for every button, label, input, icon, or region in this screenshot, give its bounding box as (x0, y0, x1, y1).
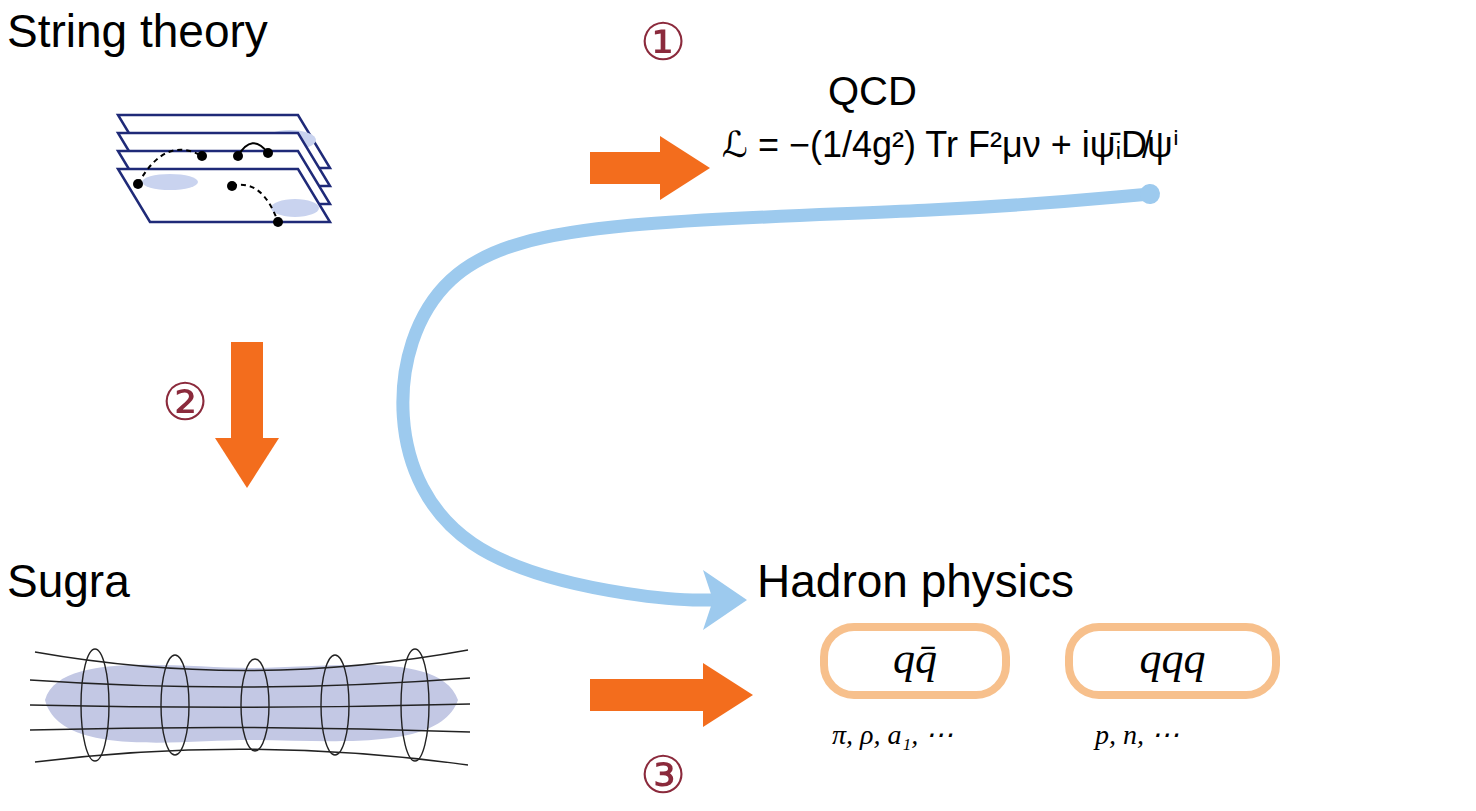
string-endpoint (227, 181, 237, 191)
cross-section-ring (321, 655, 349, 755)
particle-list: p, n, ⋯ (1095, 719, 1179, 751)
sugra-group: Sugra (5, 490, 588, 780)
field-line (35, 749, 468, 765)
open-string (138, 150, 202, 184)
lagrangian-formula: ℒ = −(1/4g²) Tr F²μν + iψ̄ᵢD̸ψⁱ (722, 124, 1179, 165)
particle-list: π, ρ, a₁, ⋯ (832, 719, 953, 751)
brane-sheet (118, 133, 330, 186)
open-string (238, 143, 268, 156)
string-theory-group: String theory (5, 5, 588, 340)
baryon-blob: qqq p, n, ⋯ (1065, 623, 1286, 768)
cross-section-ring (81, 649, 109, 761)
string-endpoint (273, 217, 283, 227)
string-endpoint (233, 151, 243, 161)
callout-number: ③ (640, 749, 687, 801)
string-endpoint (133, 179, 143, 189)
cross-section-ring (161, 655, 189, 755)
open-string (232, 185, 278, 222)
callout-number: ② (162, 376, 209, 428)
brane-sheet (118, 115, 330, 168)
flux-blob (45, 665, 458, 743)
curved-arrow (403, 194, 1150, 600)
section-title: Sugra (7, 555, 130, 608)
brane-patch (142, 174, 198, 190)
block-arrow (590, 152, 661, 184)
section-title: Hadron physics (757, 555, 1074, 608)
d-brane-stack (118, 115, 330, 227)
qcd-group: QCD ℒ = −(1/4g²) Tr F²μν + iψ̄ᵢD̸ψⁱ (712, 60, 1452, 190)
string-endpoint (263, 148, 273, 158)
section-title: String theory (7, 5, 268, 58)
brane-sheet (118, 151, 330, 204)
block-arrow (231, 342, 263, 439)
brane-patch (264, 130, 316, 150)
string-endpoint (197, 151, 207, 161)
cross-section-ring (241, 659, 269, 751)
block-arrow (590, 679, 704, 711)
quark-content: qqq (1065, 634, 1280, 685)
field-line (30, 678, 470, 687)
field-line (30, 727, 470, 732)
hadron-physics-group: Hadron physics qq̄ π, ρ, a₁, ⋯ qqq p, n, ⋯ (755, 555, 1292, 774)
brane-patch (271, 199, 319, 217)
section-title: QCD (828, 68, 917, 114)
cross-section-ring (401, 649, 429, 761)
field-line (30, 704, 470, 707)
field-line (35, 650, 468, 671)
brane-sheet (118, 169, 330, 222)
sugra-flux-tube (30, 649, 470, 765)
callout-number: ① (640, 16, 687, 68)
quark-content: qq̄ (820, 634, 1010, 685)
meson-blob: qq̄ π, ρ, a₁, ⋯ (820, 623, 1035, 768)
